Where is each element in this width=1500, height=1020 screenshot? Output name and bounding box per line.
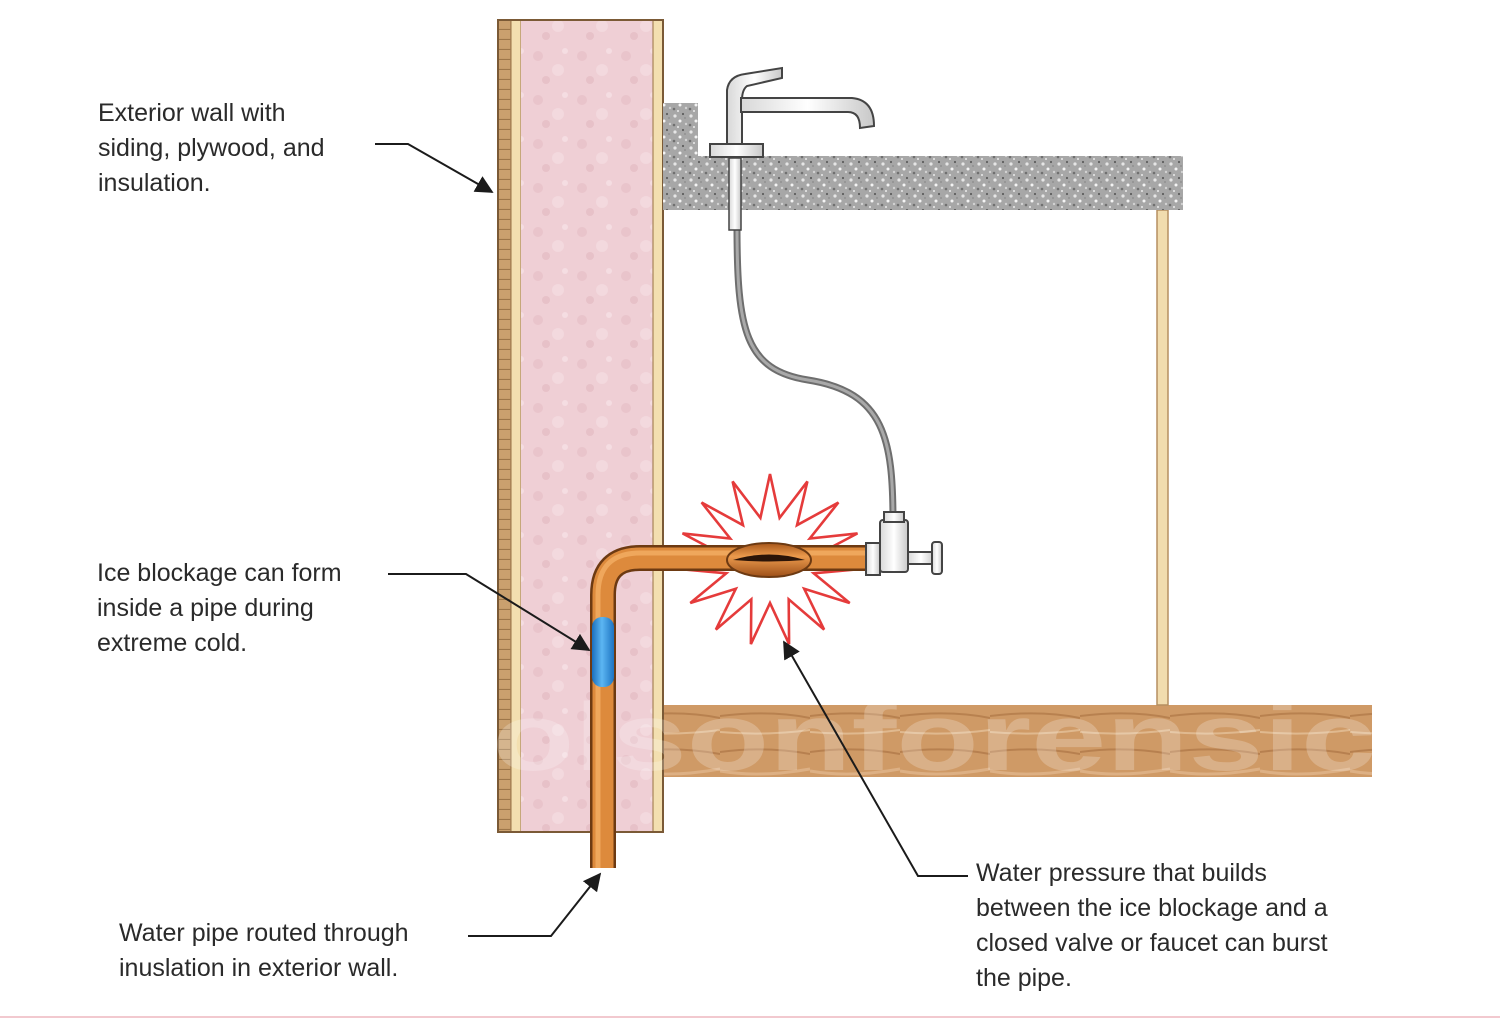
supply-hose (733, 222, 897, 526)
vanity-side-panel (1156, 209, 1169, 706)
callout-line: inuslation in exterior wall. (119, 954, 399, 982)
leader-pipe (468, 872, 602, 937)
ice-blockage (592, 617, 614, 687)
callout-line: the pipe. (976, 964, 1072, 992)
callout-line: Ice blockage can form (97, 559, 342, 587)
callout-line: Water pressure that builds (976, 859, 1267, 887)
shutoff-valve-icon (865, 511, 943, 576)
callout-line: Exterior wall with (98, 99, 286, 127)
bottom-rule (0, 1016, 1500, 1018)
leader-pressure (783, 640, 968, 877)
insulation-layer (521, 20, 653, 832)
copper-pipe (590, 545, 868, 868)
leader-ice (388, 573, 591, 651)
callout-line: closed valve or faucet can burst (976, 929, 1328, 957)
pipe-bulge (726, 542, 812, 578)
callout-line: between the ice blockage and a (976, 894, 1328, 922)
leader-lines (375, 143, 968, 937)
callout-exterior-wall: Exterior wall with siding, plywood, and … (98, 96, 325, 201)
exterior-wall (497, 19, 664, 833)
burst-icon (678, 473, 862, 645)
callout-line: siding, plywood, and (98, 134, 325, 162)
faucet-icon (709, 66, 876, 231)
callout-line: insulation. (98, 169, 211, 197)
callout-line: inside a pipe during (97, 594, 314, 622)
countertop (663, 103, 1183, 210)
watermark: olsonforensic (492, 684, 1376, 791)
callout-line: Water pipe routed through (119, 919, 409, 947)
floor-joist (662, 705, 1372, 777)
callout-water-pipe: Water pipe routed through inuslation in … (119, 916, 409, 986)
callout-line: extreme cold. (97, 629, 248, 657)
callout-water-pressure: Water pressure that builds between the i… (976, 856, 1328, 996)
leader-wall (375, 143, 494, 193)
callout-ice-blockage: Ice blockage can form inside a pipe duri… (97, 556, 342, 661)
